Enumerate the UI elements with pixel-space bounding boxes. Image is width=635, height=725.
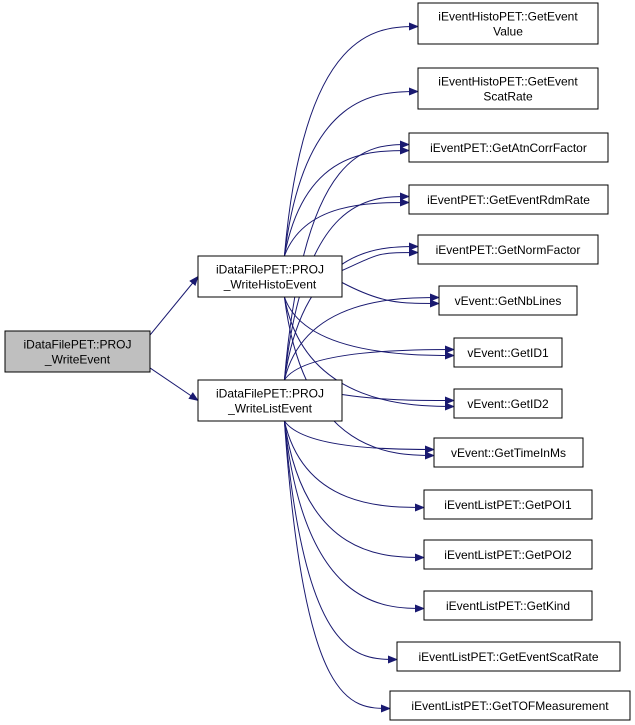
edge-root-to-histo bbox=[149, 275, 199, 336]
node-label-line: iEventListPET::GetTOFMeasurement bbox=[411, 699, 609, 713]
node-label-line: iDataFilePET::PROJ bbox=[216, 263, 324, 277]
edge-list-to-nbLines bbox=[283, 293, 440, 381]
node-box bbox=[389, 690, 631, 721]
node-root[interactable]: iDataFilePET::PROJ_WriteEvent bbox=[4, 330, 151, 373]
edge-list-to-id1 bbox=[283, 345, 455, 381]
node-box bbox=[453, 388, 563, 419]
node-label-line: iDataFilePET::PROJ bbox=[216, 387, 324, 401]
node-norm[interactable]: iEventPET::GetNormFactor bbox=[417, 234, 599, 265]
node-label-line: vEvent::GetNbLines bbox=[455, 294, 562, 308]
node-label-line: Value bbox=[493, 25, 523, 39]
node-box bbox=[423, 489, 593, 520]
node-box bbox=[197, 255, 343, 298]
node-box bbox=[197, 379, 343, 422]
node-label-line: iEventListPET::GetPOI2 bbox=[444, 548, 572, 562]
node-list[interactable]: iDataFilePET::PROJ_WriteListEvent bbox=[197, 379, 343, 422]
node-hpScat[interactable]: iEventHistoPET::GetEventScatRate bbox=[417, 67, 599, 110]
node-label-line: iEventListPET::GetEventScatRate bbox=[418, 650, 598, 664]
edge-histo-to-id2 bbox=[283, 296, 455, 411]
edge-histo-to-time bbox=[283, 296, 435, 460]
node-listScat[interactable]: iEventListPET::GetEventScatRate bbox=[396, 641, 621, 672]
node-box bbox=[417, 2, 599, 45]
edge-histo-to-hpScat bbox=[283, 87, 419, 257]
node-kind[interactable]: iEventListPET::GetKind bbox=[423, 590, 593, 621]
node-label-line: _WriteListEvent bbox=[227, 402, 312, 416]
node-poi1[interactable]: iEventListPET::GetPOI1 bbox=[423, 489, 593, 520]
edge-list-to-poi1 bbox=[283, 420, 425, 512]
node-label-line: iEventHistoPET::GetEvent bbox=[438, 10, 578, 24]
node-box bbox=[438, 285, 578, 316]
node-label-line: vEvent::GetTimeInMs bbox=[451, 446, 566, 460]
node-label-line: iEventPET::GetEventRdmRate bbox=[427, 193, 590, 207]
edge-histo-to-nbLines bbox=[341, 282, 440, 308]
node-poi2[interactable]: iEventListPET::GetPOI2 bbox=[423, 539, 593, 570]
node-id2[interactable]: vEvent::GetID2 bbox=[453, 388, 563, 419]
node-box bbox=[423, 590, 593, 621]
node-box bbox=[396, 641, 621, 672]
node-box bbox=[453, 337, 563, 368]
edge-histo-to-hpValue bbox=[283, 22, 419, 257]
edge-root-to-list bbox=[149, 367, 199, 402]
edge-list-to-poi2 bbox=[283, 420, 425, 562]
node-label-line: ScatRate bbox=[483, 90, 533, 104]
node-nbLines[interactable]: vEvent::GetNbLines bbox=[438, 285, 578, 316]
node-box bbox=[408, 132, 609, 163]
node-label-line: iDataFilePET::PROJ bbox=[23, 338, 131, 352]
node-label-line: iEventHistoPET::GetEvent bbox=[438, 75, 578, 89]
nodes: iDataFilePET::PROJ_WriteEventiDataFilePE… bbox=[4, 2, 631, 721]
node-label-line: iEventListPET::GetPOI1 bbox=[444, 498, 572, 512]
edge-list-to-norm bbox=[283, 242, 419, 381]
node-label-line: iEventPET::GetNormFactor bbox=[436, 243, 581, 257]
edge-histo-to-atn bbox=[283, 146, 410, 257]
edge-list-to-kind bbox=[283, 420, 425, 613]
edge-list-to-time bbox=[283, 420, 435, 454]
node-id1[interactable]: vEvent::GetID1 bbox=[453, 337, 563, 368]
node-label-line: vEvent::GetID2 bbox=[467, 397, 549, 411]
node-label-line: vEvent::GetID1 bbox=[467, 346, 549, 360]
node-atn[interactable]: iEventPET::GetAtnCorrFactor bbox=[408, 132, 609, 163]
edge-list-to-listScat bbox=[283, 420, 398, 664]
node-label-line: iEventPET::GetAtnCorrFactor bbox=[430, 141, 587, 155]
node-box bbox=[408, 184, 609, 215]
edge-histo-to-rdm bbox=[283, 198, 410, 257]
edge-list-to-rdm bbox=[283, 192, 410, 381]
node-tof[interactable]: iEventListPET::GetTOFMeasurement bbox=[389, 690, 631, 721]
edges bbox=[149, 22, 455, 713]
edge-histo-to-norm bbox=[341, 248, 419, 271]
edge-list-to-id2 bbox=[341, 394, 455, 405]
edge-list-to-atn bbox=[283, 140, 410, 381]
node-rdm[interactable]: iEventPET::GetEventRdmRate bbox=[408, 184, 609, 215]
node-box bbox=[417, 67, 599, 110]
node-box bbox=[417, 234, 599, 265]
node-box bbox=[433, 437, 584, 468]
edge-list-to-tof bbox=[283, 420, 391, 713]
node-label-line: _WriteHistoEvent bbox=[223, 278, 317, 292]
node-box bbox=[4, 330, 151, 373]
node-label-line: iEventListPET::GetKind bbox=[446, 599, 570, 613]
edge-histo-to-id1 bbox=[283, 296, 455, 360]
node-box bbox=[423, 539, 593, 570]
node-time[interactable]: vEvent::GetTimeInMs bbox=[433, 437, 584, 468]
node-label-line: _WriteEvent bbox=[44, 353, 111, 367]
node-histo[interactable]: iDataFilePET::PROJ_WriteHistoEvent bbox=[197, 255, 343, 298]
